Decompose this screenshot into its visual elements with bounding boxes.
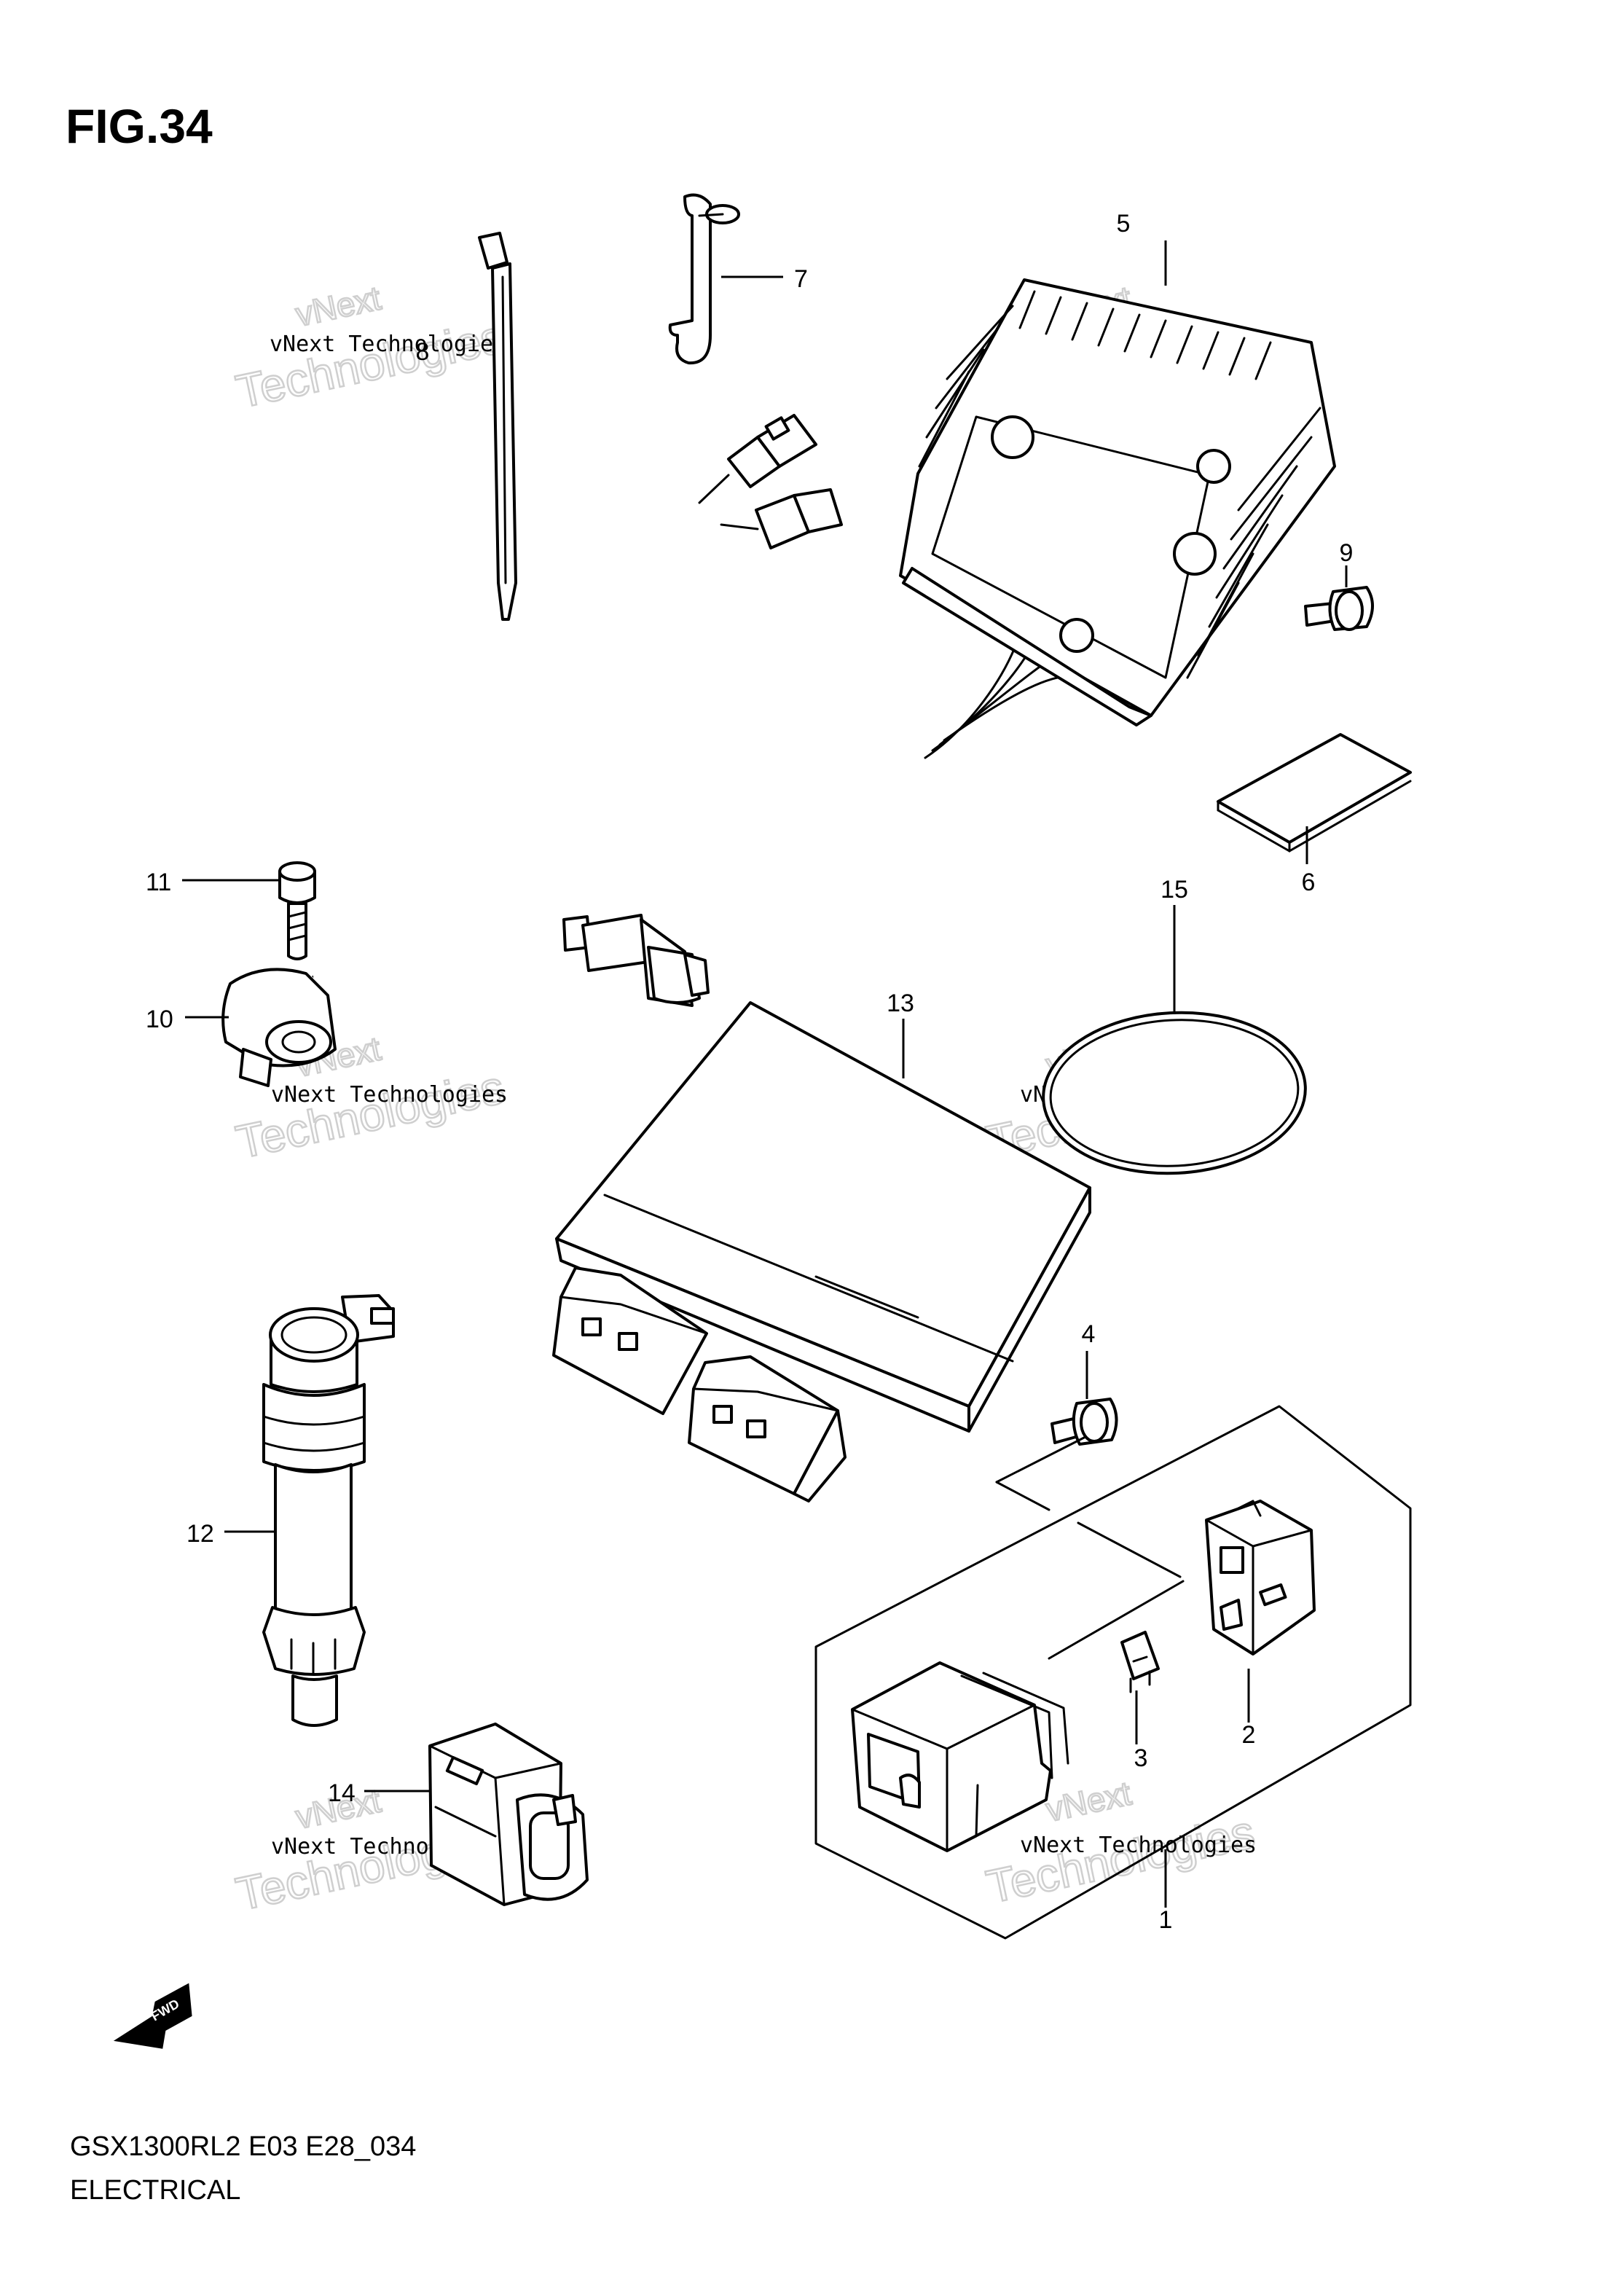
callout-12: 12 <box>186 1520 214 1548</box>
ignition-coil-part[interactable] <box>262 1294 395 1727</box>
ecu-part[interactable] <box>552 1001 1091 1502</box>
callout-7: 7 <box>794 265 808 293</box>
bolt-part-4[interactable] <box>1050 1398 1118 1446</box>
callout-5: 5 <box>1117 210 1131 238</box>
connector-part-14[interactable] <box>428 1723 589 1906</box>
clamp-part[interactable] <box>668 193 740 365</box>
fuse-box-cover-part[interactable] <box>1205 1500 1316 1656</box>
callout-2: 2 <box>1242 1721 1256 1749</box>
callout-9: 9 <box>1340 539 1354 567</box>
fuse-part[interactable] <box>1120 1631 1160 1693</box>
callout-15: 15 <box>1161 876 1188 904</box>
callout-11: 11 <box>146 869 171 896</box>
watermark-company: vNext Technologies <box>271 1082 508 1108</box>
callout-14: 14 <box>328 1779 356 1807</box>
leader-lines <box>182 240 1348 1908</box>
cable-tie-part[interactable] <box>478 232 517 621</box>
watermark-1: vNext Technologies vNext Technologies <box>231 278 510 419</box>
bolt-part-9[interactable] <box>1304 586 1374 631</box>
watermark-company: vNext Technologies <box>1020 1833 1257 1858</box>
watermark-ghost-top: vNext <box>1042 1774 1134 1828</box>
bolt-part-11[interactable] <box>278 861 316 960</box>
fuse-box-part[interactable] <box>851 1661 1069 1852</box>
label-pad-part[interactable] <box>1217 733 1412 853</box>
watermark-company: vNext Technologies <box>270 332 506 357</box>
callout-3: 3 <box>1134 1744 1148 1772</box>
figure-section: ELECTRICAL <box>70 2175 240 2206</box>
callout-8: 8 <box>416 338 430 366</box>
figure-title: FIG.34 <box>66 99 213 153</box>
callout-6: 6 <box>1302 869 1316 896</box>
watermark-ghost-top: vNext <box>292 278 384 333</box>
forward-direction-arrow-icon: FWD <box>113 1983 192 2049</box>
callout-4: 4 <box>1082 1320 1096 1348</box>
figure-code: GSX1300RL2 E03 E28_034 <box>70 2131 416 2162</box>
callouts: 1 2 3 4 5 6 7 8 9 10 11 12 13 14 15 <box>146 210 1353 1934</box>
callout-13: 13 <box>887 990 914 1017</box>
regulator-fins <box>918 290 1322 679</box>
o-ring-part[interactable] <box>1039 1006 1309 1180</box>
fuse-box-assembly[interactable] <box>814 1405 1412 1940</box>
watermark-ghost-bottom: Technologies <box>232 1061 508 1169</box>
callout-10: 10 <box>146 1006 173 1033</box>
callout-1: 1 <box>1159 1906 1173 1934</box>
speed-sensor-part[interactable] <box>221 914 710 1087</box>
watermark-ghost-bottom: Technologies <box>982 1806 1259 1913</box>
watermark-ghost-bottom: Technologies <box>232 310 508 418</box>
regulator-rectifier-part[interactable] <box>551 278 1336 828</box>
